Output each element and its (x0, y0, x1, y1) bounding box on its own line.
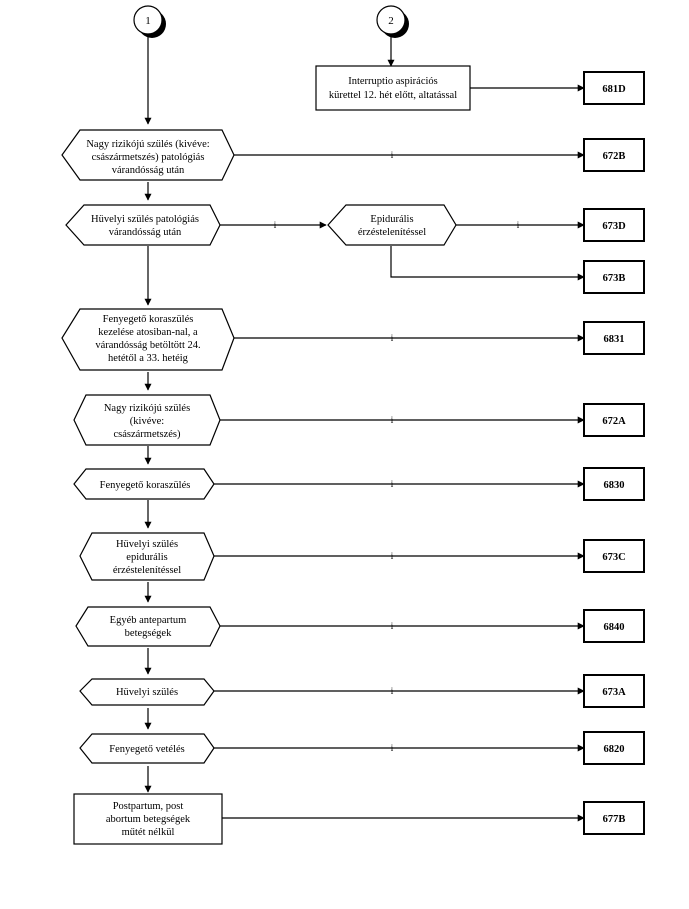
connector-2: 2 (376, 5, 409, 38)
code-box-672B: 672B (583, 138, 645, 172)
decision-line-1: Hüvelyi szülés (116, 539, 178, 550)
code-label: 672A (602, 416, 626, 427)
decision-line-1: Hüvelyi szülés (116, 687, 178, 698)
decision-line-2: kezelése atosiban-nal, a (98, 327, 198, 338)
yes-label: i (517, 220, 520, 230)
process-postpartum: Postpartum, post abortum betegségek műté… (73, 793, 223, 845)
flow-lines (144, 34, 585, 822)
code-box-672A: 672A (583, 403, 645, 437)
decision-huvelyi-patologias: Hüvelyi szülés patológiás várandósság ut… (65, 204, 221, 246)
process-interruptio-line-1: Interruptio aspirációs (348, 76, 438, 87)
decision-line-2: érzéstelenítéssel (358, 227, 426, 238)
code-box-6831: 6831 (583, 321, 645, 355)
decision-line-3: érzéstelenítéssel (113, 565, 181, 576)
code-box-673B: 673B (583, 260, 645, 294)
decision-line-2: (kivéve: (130, 416, 164, 427)
decision-line-2: betegségek (125, 628, 172, 639)
decision-line-1: Fenyegető koraszülés (103, 314, 194, 325)
code-label: 673B (603, 273, 626, 284)
process-postpartum-line-1: Postpartum, post (113, 801, 184, 812)
yes-label: i (391, 479, 394, 489)
decision-nagy-rizikoju: Nagy rizikójú szülés (kivéve: császármet… (73, 394, 221, 446)
decision-nagy-rizikoju-patologias: Nagy rizikójú szülés (kivéve: császármet… (61, 129, 235, 181)
code-label: 6831 (604, 334, 625, 345)
decision-line-1: Fenyegető vetélés (109, 744, 185, 755)
process-interruptio: Interruptio aspirációs kürettel 12. hét … (315, 65, 471, 111)
decision-line-2: császármetszés) patológiás (92, 152, 205, 163)
decision-line-1: Egyéb antepartum (110, 615, 187, 626)
code-label: 6820 (604, 744, 625, 755)
decision-line-3: császármetszés) (113, 429, 181, 440)
decision-huvelyi-szules: Hüvelyi szülés (79, 678, 215, 706)
code-label: 673A (602, 687, 626, 698)
process-postpartum-line-3: műtét nélkül (122, 827, 175, 838)
code-label: 677B (603, 814, 626, 825)
process-interruptio-line-2: kürettel 12. hét előtt, altatással (329, 90, 457, 101)
code-box-673D: 673D (583, 208, 645, 242)
yes-label: i (391, 686, 394, 696)
code-label: 6830 (604, 480, 625, 491)
yes-label: i (391, 743, 394, 753)
code-label: 673D (602, 221, 626, 232)
decision-line-1: Nagy rizikójú szülés (104, 403, 190, 414)
decision-line-1: Fenyegető koraszülés (100, 480, 191, 491)
decision-line-1: Hüvelyi szülés patológiás (91, 214, 199, 225)
yes-label: i (391, 621, 394, 631)
yes-label: i (391, 551, 394, 561)
decision-huvelyi-epiduralis: Hüvelyi szülés epidurális érzéstelenítés… (79, 532, 215, 581)
code-box-681D: 681D (583, 71, 645, 105)
code-box-6830: 6830 (583, 467, 645, 501)
decision-fenyegeto-koraszules: Fenyegető koraszülés (73, 468, 215, 500)
process-postpartum-line-2: abortum betegségek (106, 814, 191, 825)
decision-line-2: várandósság után (109, 227, 182, 238)
yes-label: i (274, 220, 277, 230)
code-label: 672B (603, 151, 626, 162)
decision-line-3: várandósság után (112, 165, 185, 176)
decision-line-3: várandósság betöltött 24. (95, 340, 200, 351)
decision-fenyegeto-vetelés: Fenyegető vetélés (79, 733, 215, 764)
decision-line-4: hetétől a 33. hetéig (108, 353, 189, 364)
decision-line-2: epidurális (126, 552, 167, 563)
code-box-673A: 673A (583, 674, 645, 708)
code-label: 673C (602, 552, 625, 563)
code-label: 6840 (604, 622, 625, 633)
decision-epiduralis: Epidurális érzéstelenítéssel (327, 204, 457, 246)
code-box-673C: 673C (583, 539, 645, 573)
decision-fenyegeto-koraszules-atosiban: Fenyegető koraszülés kezelése atosiban-n… (61, 308, 235, 371)
code-box-6820: 6820 (583, 731, 645, 765)
connector-2-label: 2 (388, 15, 394, 27)
decision-line-1: Epidurális (370, 214, 413, 225)
code-box-6840: 6840 (583, 609, 645, 643)
decision-egyeb-antepartum: Egyéb antepartum betegségek (75, 606, 221, 647)
code-box-677B: 677B (583, 801, 645, 835)
code-label: 681D (602, 84, 626, 95)
yes-label: i (391, 150, 394, 160)
yes-labels: i i i i i i i i i i (274, 150, 520, 753)
yes-label: i (391, 333, 394, 343)
connector-1: 1 (133, 5, 166, 38)
yes-label: i (391, 415, 394, 425)
connector-1-label: 1 (145, 15, 151, 27)
decision-line-1: Nagy rizikójú szülés (kivéve: (86, 139, 209, 150)
